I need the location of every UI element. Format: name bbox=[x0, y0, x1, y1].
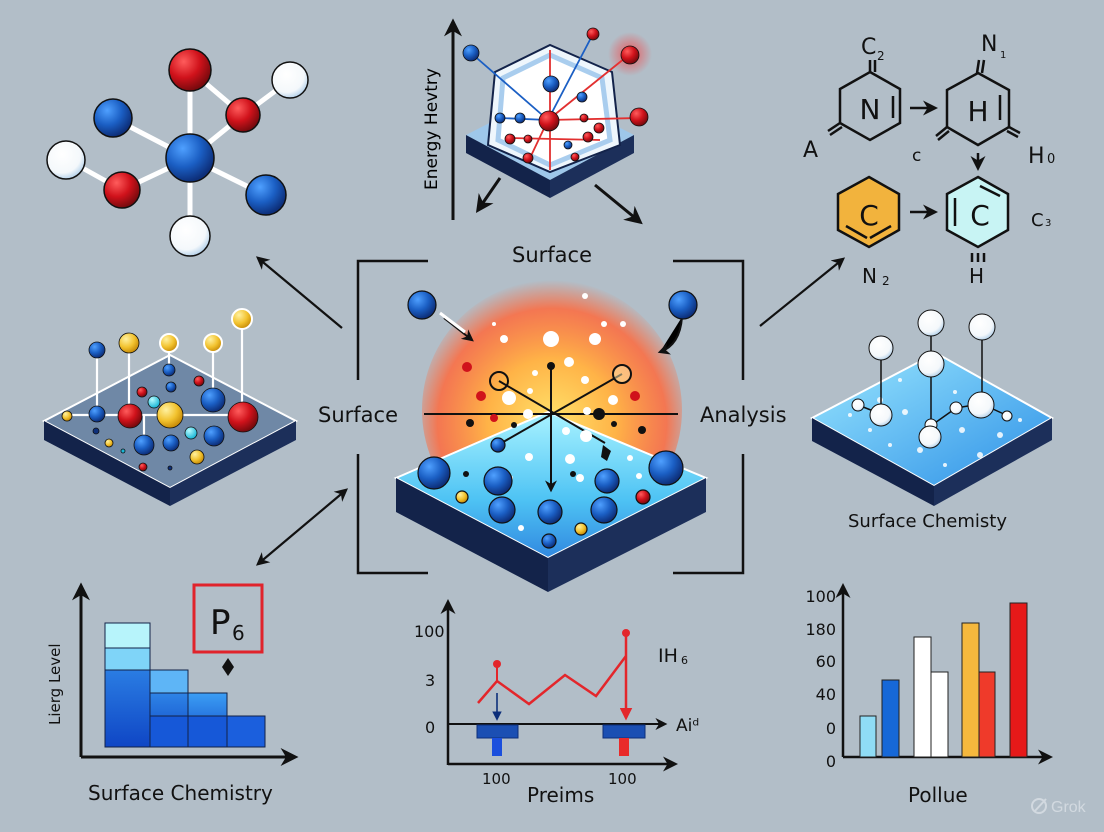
svg-text:H: H bbox=[969, 264, 984, 288]
svg-text:180: 180 bbox=[805, 620, 836, 639]
arrow-to-top-left-icon bbox=[255, 256, 343, 329]
ih6-annotation: IH bbox=[658, 645, 678, 667]
right-surface-chemistry-slab bbox=[809, 309, 1055, 506]
svg-text:100: 100 bbox=[805, 587, 836, 606]
svg-text:C: C bbox=[1031, 210, 1044, 231]
right-slab-caption: Surface Chemisty bbox=[848, 511, 1007, 532]
svg-text:2: 2 bbox=[877, 49, 885, 63]
svg-text:C: C bbox=[861, 35, 876, 60]
svg-text:N: N bbox=[981, 32, 997, 57]
svg-text:0: 0 bbox=[1047, 152, 1055, 167]
ring-4-icon bbox=[945, 175, 1010, 249]
pollue-bar-chart: 100 180 60 40 0 0 bbox=[805, 583, 1053, 771]
svg-text:A: A bbox=[803, 138, 818, 163]
reaction-scheme bbox=[827, 59, 1021, 262]
ring-1-icon bbox=[838, 70, 902, 142]
svg-text:N: N bbox=[862, 264, 877, 288]
center-adsorption-scene bbox=[393, 280, 709, 592]
reaction-scheme-labels: N C 2 A H N 1 c H 0 C N 2 C C 3 H bbox=[803, 32, 1055, 288]
energy-crystal-diagram: Energy Hevtry bbox=[422, 18, 652, 225]
bottom-left-caption: Surface Chemistry bbox=[88, 781, 273, 805]
energy-level-bar-chart: P 6 Lierg Level bbox=[46, 582, 299, 766]
center-top-label: Surface bbox=[512, 243, 592, 267]
svg-text:P: P bbox=[210, 603, 231, 643]
svg-text:H: H bbox=[1028, 144, 1045, 169]
ring-2-icon bbox=[945, 71, 1011, 147]
double-arrow-bottom-left-icon bbox=[255, 488, 349, 566]
svg-text:c: c bbox=[912, 146, 921, 166]
svg-text:6: 6 bbox=[681, 654, 688, 667]
svg-text:3: 3 bbox=[1045, 218, 1051, 229]
connector-arrows bbox=[255, 256, 846, 566]
p6-label-box bbox=[192, 583, 264, 654]
center-frame bbox=[356, 259, 745, 575]
grok-watermark: Grok bbox=[1031, 798, 1087, 816]
center-right-label: Analysis bbox=[700, 403, 787, 427]
y-tick-100: 100 bbox=[414, 622, 445, 641]
x-axis-end-label: Aiᵈ bbox=[676, 716, 699, 736]
svg-text:Grok: Grok bbox=[1051, 799, 1087, 816]
svg-text:N: N bbox=[860, 93, 881, 126]
svg-text:6: 6 bbox=[232, 621, 245, 645]
y-axis-label: Lierg Level bbox=[46, 643, 64, 725]
bottom-right-caption: Pollue bbox=[908, 783, 968, 807]
svg-text:2: 2 bbox=[882, 274, 890, 288]
svg-text:H: H bbox=[967, 95, 988, 128]
svg-text:0: 0 bbox=[826, 752, 836, 771]
svg-text:1: 1 bbox=[1000, 50, 1006, 61]
svg-text:0: 0 bbox=[826, 719, 836, 738]
line-chart-preims: 100 3 0 100 100 IH 6 Aiᵈ bbox=[414, 599, 699, 788]
svg-text:40: 40 bbox=[816, 685, 836, 704]
svg-text:C: C bbox=[859, 199, 879, 232]
left-adsorbate-slab bbox=[41, 308, 299, 506]
svg-text:60: 60 bbox=[816, 652, 836, 671]
bottom-center-caption: Preims bbox=[527, 783, 594, 807]
molecule-ball-and-stick-icon bbox=[46, 48, 309, 257]
x-tick-100-b: 100 bbox=[608, 770, 637, 788]
center-left-label: Surface bbox=[318, 403, 398, 427]
y-tick-3: 3 bbox=[425, 671, 435, 690]
y-tick-0: 0 bbox=[425, 718, 435, 737]
svg-text:C: C bbox=[970, 199, 990, 232]
energy-axis-label: Energy Hevtry bbox=[422, 68, 442, 190]
diamond-marker-icon bbox=[222, 658, 234, 676]
arrow-to-top-right-icon bbox=[759, 257, 846, 327]
x-tick-100-a: 100 bbox=[482, 770, 511, 788]
